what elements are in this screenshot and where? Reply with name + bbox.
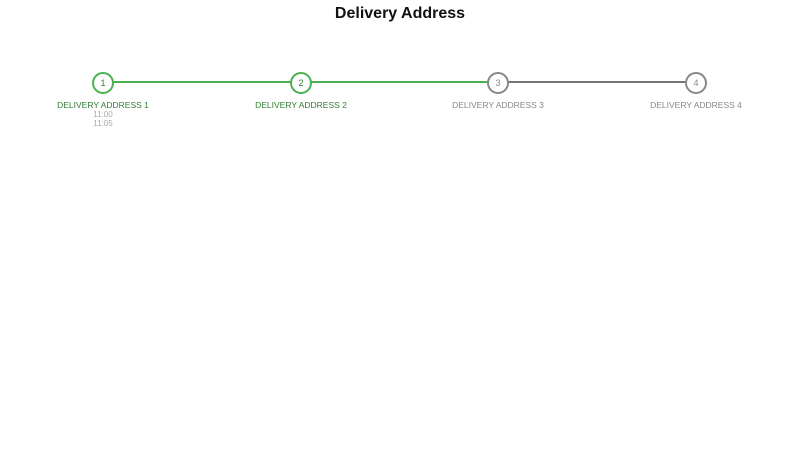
- step-label: DELIVERY ADDRESS 1: [57, 100, 149, 110]
- step-label: DELIVERY ADDRESS 4: [650, 100, 742, 110]
- step-3[interactable]: 3 DELIVERY ADDRESS 3: [428, 72, 568, 110]
- step-number-circle: 4: [685, 72, 707, 94]
- step-time: 11:05: [93, 119, 113, 128]
- step-number-circle: 3: [487, 72, 509, 94]
- step-label: DELIVERY ADDRESS 3: [452, 100, 544, 110]
- step-time: 11:00: [93, 110, 113, 119]
- step-1[interactable]: 1 DELIVERY ADDRESS 1 11:00 11:05: [33, 72, 173, 128]
- step-4[interactable]: 4 DELIVERY ADDRESS 4: [626, 72, 766, 110]
- connector-line-pending: [499, 81, 696, 83]
- step-number-circle: 2: [290, 72, 312, 94]
- step-2[interactable]: 2 DELIVERY ADDRESS 2: [231, 72, 371, 110]
- step-number-circle: 1: [92, 72, 114, 94]
- page-title: Delivery Address: [334, 5, 466, 22]
- step-label: DELIVERY ADDRESS 2: [255, 100, 347, 110]
